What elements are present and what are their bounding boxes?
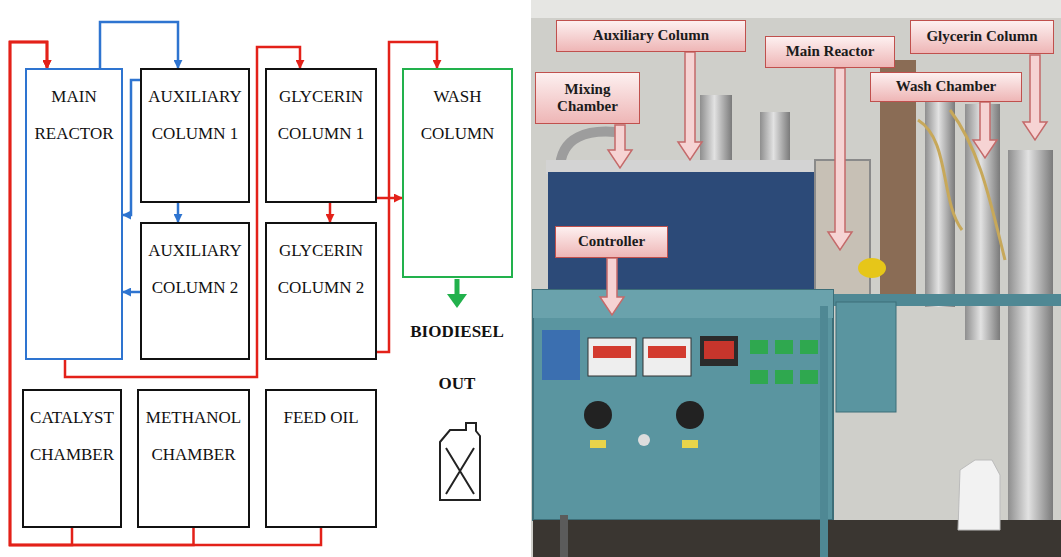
callout-label: Wash Chamber	[870, 72, 1022, 102]
node-text: Auxiliary Column	[563, 27, 739, 44]
process-box: GLYCERIN COLUMN 2	[265, 222, 377, 360]
node-text: CATALYST CHAMBER	[30, 399, 114, 473]
node-text: MAIN REACTOR	[33, 78, 115, 152]
process-box: MAIN REACTOR	[25, 68, 123, 360]
process-box: AUXILIARY COLUMN 2	[140, 222, 250, 360]
callout-label: Auxiliary Column	[556, 20, 746, 52]
callout-arrow	[600, 52, 1047, 315]
callout-label: Glycerin Column	[910, 20, 1054, 54]
storage-box: FEED OIL	[265, 389, 377, 528]
fuel-can-icon	[440, 423, 480, 500]
node-text: WASH COLUMN	[410, 78, 505, 152]
node-text: Wash Chamber	[877, 78, 1015, 95]
flow-connector	[177, 203, 180, 222]
callout-label: Mixing Chamber	[535, 72, 640, 124]
node-text: FEED OIL	[273, 399, 369, 436]
flow-connector	[123, 80, 140, 215]
callout-label: Main Reactor	[765, 36, 895, 68]
process-box: AUXILIARY COLUMN 1	[140, 68, 250, 203]
process-box: WASH COLUMN	[402, 68, 513, 278]
node-text: Glycerin Column	[917, 28, 1047, 45]
flow-connector	[123, 291, 140, 294]
output-label: BIODIESEL OUT	[398, 306, 516, 410]
node-text: GLYCERIN COLUMN 1	[273, 78, 369, 152]
flow-connector	[100, 22, 178, 68]
storage-box: CATALYST CHAMBER	[22, 389, 122, 528]
photo	[531, 0, 1061, 557]
output-arrow	[447, 279, 467, 308]
node-text: Controller	[562, 233, 661, 250]
process-box: GLYCERIN COLUMN 1	[265, 68, 377, 203]
node-text: Mixing Chamber	[542, 81, 633, 116]
flow-connector	[329, 203, 332, 222]
callout-label: Controller	[555, 226, 668, 258]
node-text: GLYCERIN COLUMN 2	[273, 232, 369, 306]
storage-box: METHANOL CHAMBER	[137, 389, 250, 528]
node-text: METHANOL CHAMBER	[145, 399, 242, 473]
node-text: AUXILIARY COLUMN 1	[148, 78, 242, 152]
node-text: AUXILIARY COLUMN 2	[148, 232, 242, 306]
node-text: Main Reactor	[772, 43, 888, 60]
